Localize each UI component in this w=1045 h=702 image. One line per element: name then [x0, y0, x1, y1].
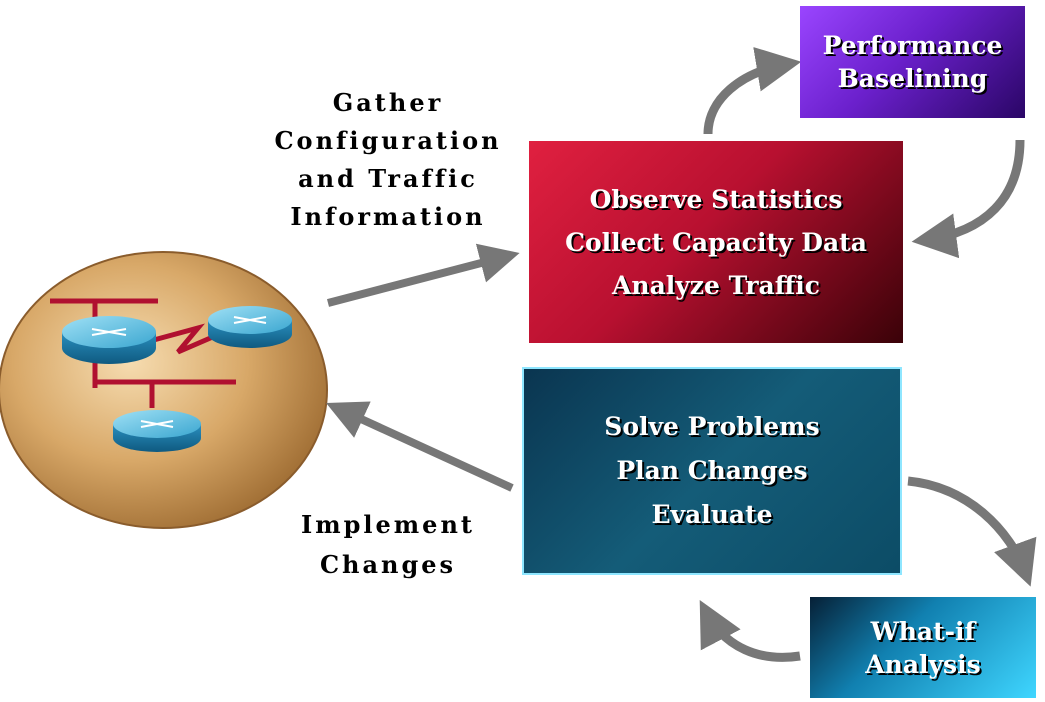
gather-label-line: Configuration [274, 126, 502, 155]
observe-statistics-box: Observe Statistics Collect Capacity Data… [528, 140, 904, 344]
implement-label-line: Implement [301, 510, 475, 539]
whatif-box-line: Analysis [865, 649, 981, 679]
gather-label-line: and Traffic [298, 164, 478, 193]
solve-problems-box: Solve Problems Plan Changes Evaluate [522, 367, 902, 575]
observe-box-line: Collect Capacity Data [565, 227, 867, 257]
observe-box-line: Observe Statistics [589, 184, 843, 214]
performance-box-line: Baselining [837, 64, 988, 93]
solve-box-line: Plan Changes [616, 456, 808, 485]
arrow-from-performance [911, 139, 1025, 259]
arrow-to-whatif [907, 476, 1037, 587]
what-if-analysis-box: What-if Analysis [810, 597, 1036, 698]
implement-label-line: Changes [319, 550, 457, 579]
implement-changes-label: Implement Changes [268, 505, 508, 585]
gather-info-label: Gather Configuration and Traffic Informa… [258, 84, 518, 236]
arrow-implement [326, 401, 514, 492]
gather-label-line: Gather [332, 88, 444, 117]
arrow-gather [326, 243, 520, 307]
arrow-from-whatif [699, 600, 801, 662]
solve-box-line: Solve Problems [604, 412, 820, 441]
performance-box-line: Performance [822, 31, 1003, 60]
whatif-box-line: What-if [870, 616, 976, 646]
arrow-to-performance [703, 47, 802, 135]
gather-label-line: Information [290, 202, 486, 231]
router-icon [208, 306, 292, 348]
performance-baselining-box: Performance Baselining [800, 6, 1025, 118]
observe-box-line: Analyze Traffic [612, 270, 820, 300]
router-icon [113, 410, 201, 452]
network-topology-icon [0, 251, 328, 529]
solve-box-line: Evaluate [651, 500, 773, 529]
router-icon [62, 316, 156, 364]
